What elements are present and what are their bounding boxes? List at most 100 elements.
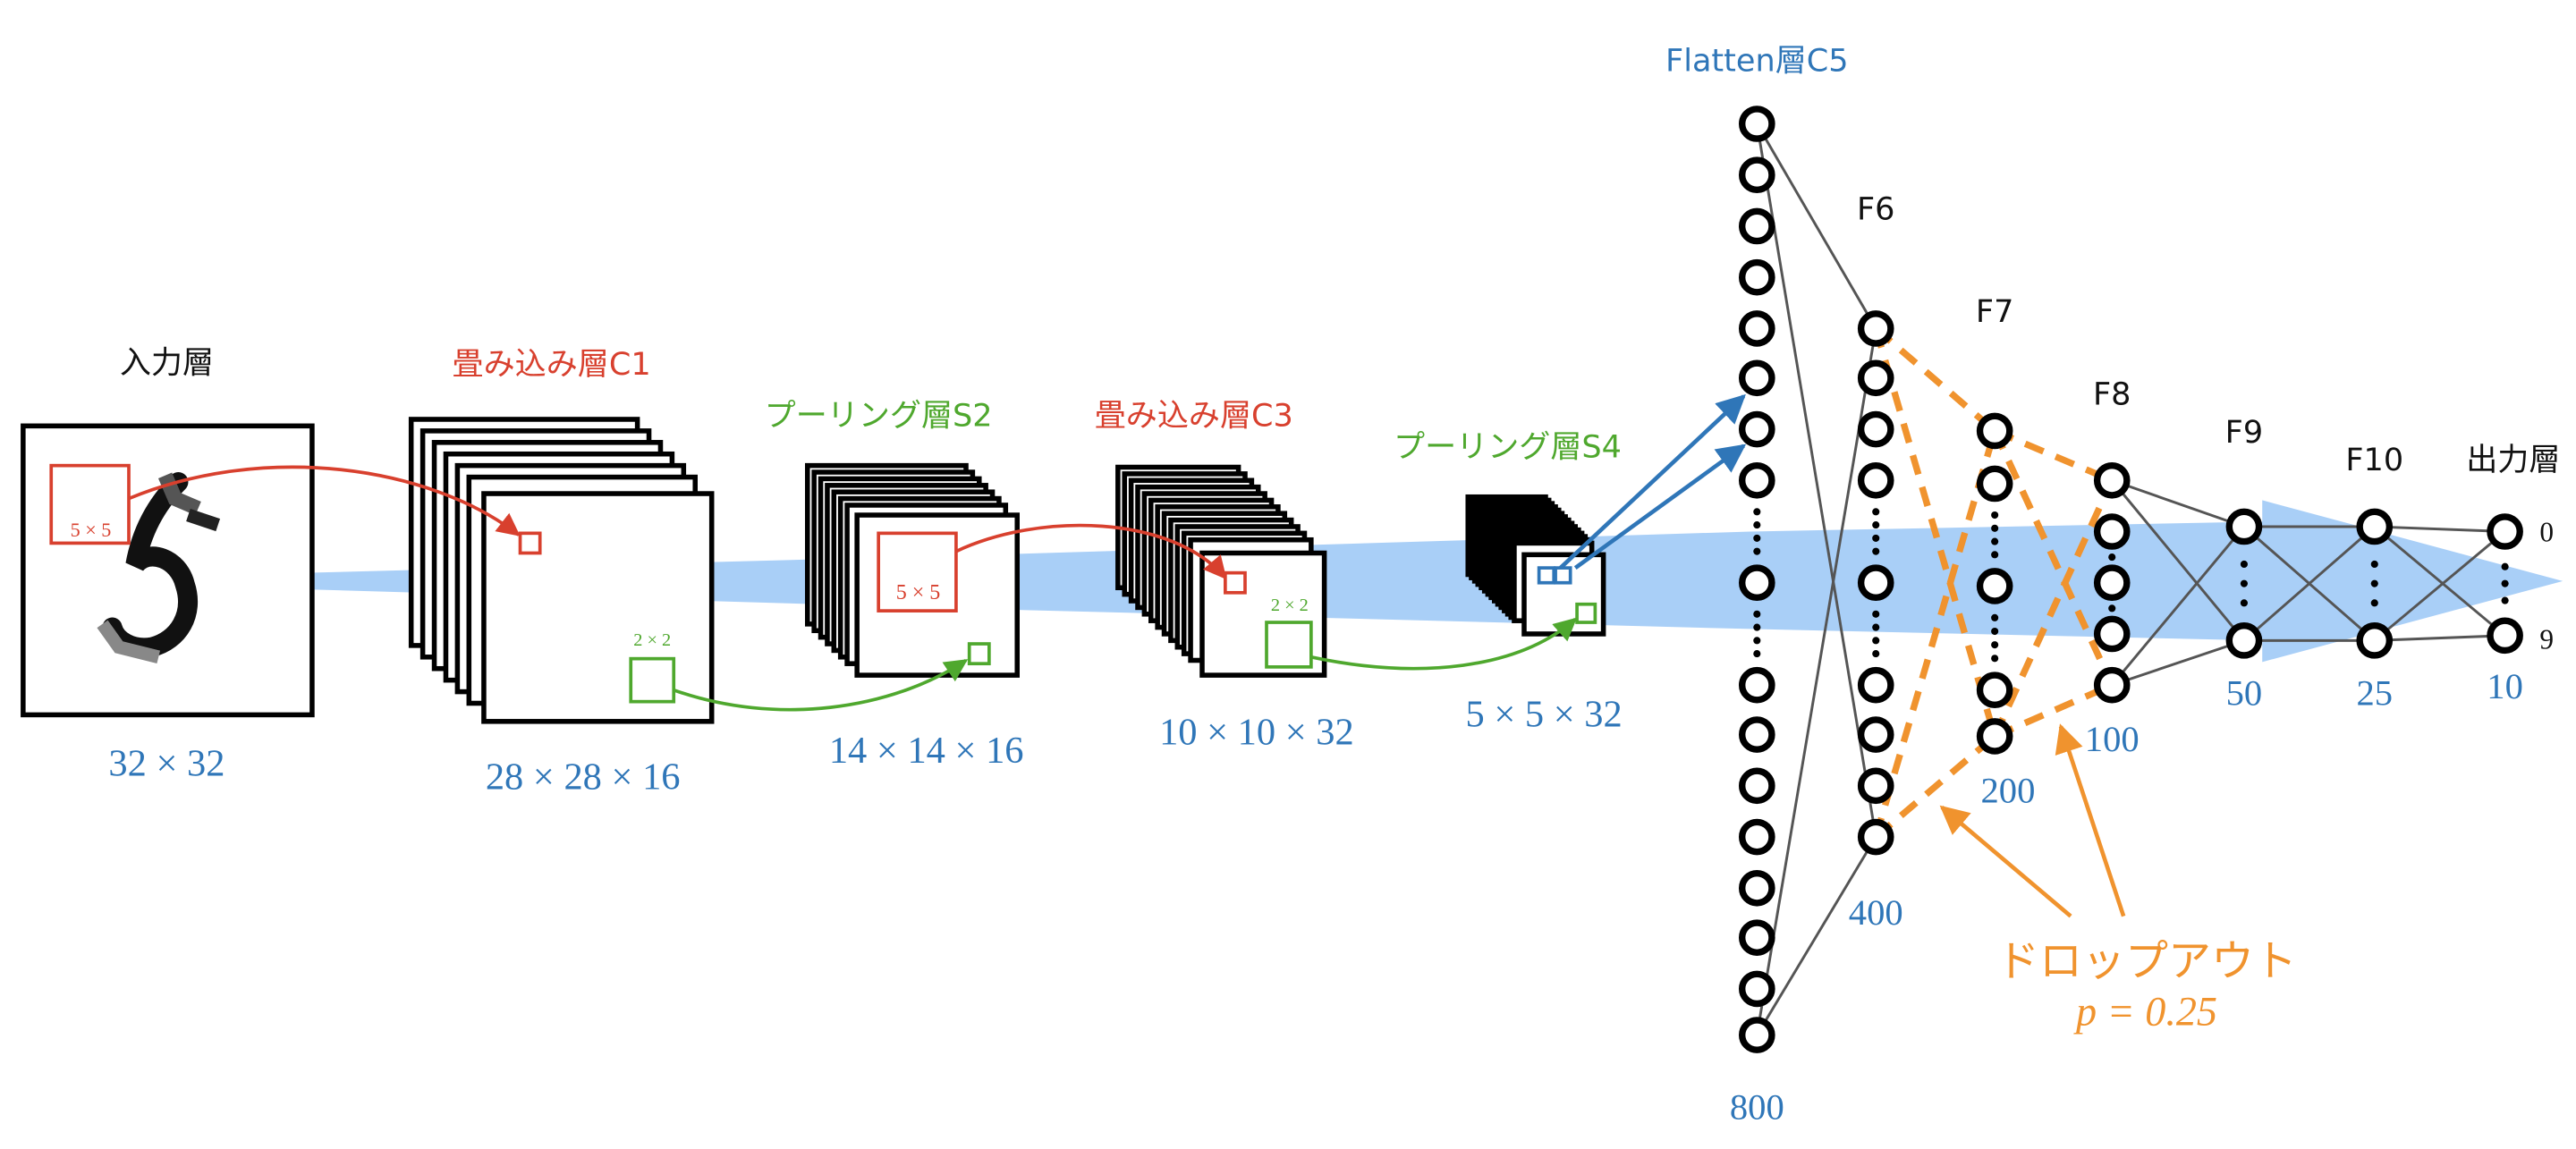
ellipsis-dot [1872, 610, 1880, 618]
ellipsis-dot [1872, 650, 1880, 658]
c5-neuron [1739, 869, 1775, 907]
ellipsis-dot [2108, 604, 2116, 613]
arrow-s4-to-c5-a [1559, 393, 1746, 570]
c5-neuron [1739, 767, 1775, 805]
output-title: 出力層 [2466, 442, 2560, 478]
c5-neuron [1739, 106, 1775, 142]
f10-neuron [2356, 622, 2394, 659]
edge-c5-f6 [1755, 328, 1877, 1035]
f7-neuron [1976, 568, 2013, 604]
c5-neuron [1739, 1017, 1775, 1053]
dropout-edge-f6-f7 [1872, 327, 1998, 738]
f6-neuron [1857, 410, 1894, 448]
edge-f8-f9 [2111, 638, 2245, 687]
ellipsis-dot [1872, 534, 1880, 542]
edge-f8-f9 [2111, 526, 2246, 687]
f7-neuron [1976, 412, 2013, 450]
ellipsis-dot [1872, 521, 1880, 529]
c5-neuron [1739, 310, 1775, 347]
s2-conv-window [877, 531, 958, 613]
input-conv-window [49, 463, 131, 545]
output-neuron [2487, 617, 2523, 655]
input-layer-title: 入力層 [120, 344, 214, 381]
f6-neuron [1857, 716, 1894, 753]
s4-size-label: 5 × 5 × 32 [1466, 693, 1623, 735]
f7-neuron [1976, 718, 2013, 755]
ellipsis-dot [1753, 650, 1761, 658]
f8-neuron [2093, 564, 2131, 602]
edge-f10-output [2374, 634, 2505, 642]
c5-neuron [1739, 666, 1775, 704]
c3-title: 畳み込み層C3 [1095, 397, 1293, 434]
output-first-label: 0 [2539, 517, 2554, 548]
dropout-edge-f7-f8 [1993, 427, 2114, 484]
input-conv-window-label: 5 × 5 [71, 519, 112, 541]
ellipsis-dot [1872, 637, 1880, 645]
pool-layer-s2: プーリング層S2 5 × 5 14 × 14 × 16 [765, 397, 1024, 772]
dropout-arrow-b [2055, 723, 2126, 917]
f8-neuron [2093, 666, 2131, 704]
s4-title: プーリング層S4 [1394, 428, 1622, 465]
output-count-label: 10 [2487, 666, 2523, 706]
ellipsis-dot [1753, 521, 1761, 529]
c3-pool-window [1265, 621, 1313, 669]
c5-neuron [1739, 970, 1775, 1008]
dropout-label: ドロップアウト [1996, 936, 2297, 986]
edge-f10-output [2373, 525, 2506, 637]
f8-title: F8 [2093, 376, 2131, 412]
dropout-edge-f6-f7 [1873, 733, 1997, 840]
ellipsis-dot [1991, 551, 1999, 559]
ellipsis-dot [1753, 508, 1761, 516]
ellipsis-dot [2501, 596, 2509, 604]
c1-pool-window-label: 2 × 2 [633, 630, 671, 650]
s2-feature-maps [805, 462, 1021, 678]
flow-arrow-band [305, 500, 2563, 663]
dropout-edge-f7-f8 [1991, 429, 2115, 687]
s2-target-cell [967, 642, 991, 666]
f9-title: F9 [2225, 414, 2263, 451]
c1-size-label: 28 × 28 × 16 [486, 756, 681, 798]
ellipsis-dot [1872, 547, 1880, 555]
s2-conv-window-label: 5 × 5 [896, 581, 941, 604]
c5-neuron [1739, 461, 1775, 499]
ellipsis-dot [1753, 637, 1761, 645]
ellipsis-dot [1872, 623, 1880, 631]
edge-c5-f6 [1756, 123, 1877, 330]
edge-c5-f6 [1755, 123, 1877, 838]
dropout-edge-f7-f8 [1991, 478, 2115, 738]
ellipsis-dot [2501, 562, 2509, 570]
f6-count-label: 400 [1849, 892, 1903, 933]
f7-neuron [1976, 672, 2013, 709]
f6-neuron [1857, 359, 1894, 397]
ellipsis-dot [1753, 534, 1761, 542]
f10-count-label: 25 [2356, 672, 2393, 713]
dropout-annotation: ドロップアウト p = 0.25 [1939, 723, 2297, 1035]
ellipsis-dot [1991, 537, 1999, 545]
c5-neuron [1739, 258, 1775, 296]
fc-neurons [1739, 106, 2523, 1053]
s4-flatten-cell-a [1537, 566, 1556, 585]
c5-count-label: 800 [1730, 1087, 1784, 1128]
f8-neuron [2093, 513, 2131, 550]
f10-neuron [2356, 508, 2394, 545]
f7-neuron [1976, 465, 2013, 503]
f8-count-label: 100 [2085, 719, 2140, 759]
ellipsis-dot [2370, 599, 2378, 607]
f6-neuron [1857, 310, 1894, 347]
ellipsis-dot [2240, 579, 2248, 587]
c5-neuron [1739, 156, 1775, 194]
edge-f10-output [2373, 530, 2506, 642]
ellipsis-dot [1991, 524, 1999, 532]
f8-neuron [2093, 461, 2131, 499]
c5-neuron [1739, 564, 1775, 602]
c1-feature-maps [408, 417, 715, 724]
c5-neuron [1739, 716, 1775, 753]
c5-neuron [1739, 359, 1775, 397]
c3-target-cell [1224, 570, 1247, 595]
ellipsis-dot [2370, 579, 2378, 587]
c5-neuron [1739, 410, 1775, 448]
s2-size-label: 14 × 14 × 16 [829, 730, 1024, 772]
dropout-connections [1872, 325, 2115, 840]
arrow-s4-to-c5-b [1573, 444, 1747, 570]
arrow-c3-to-s4 [1310, 617, 1578, 671]
